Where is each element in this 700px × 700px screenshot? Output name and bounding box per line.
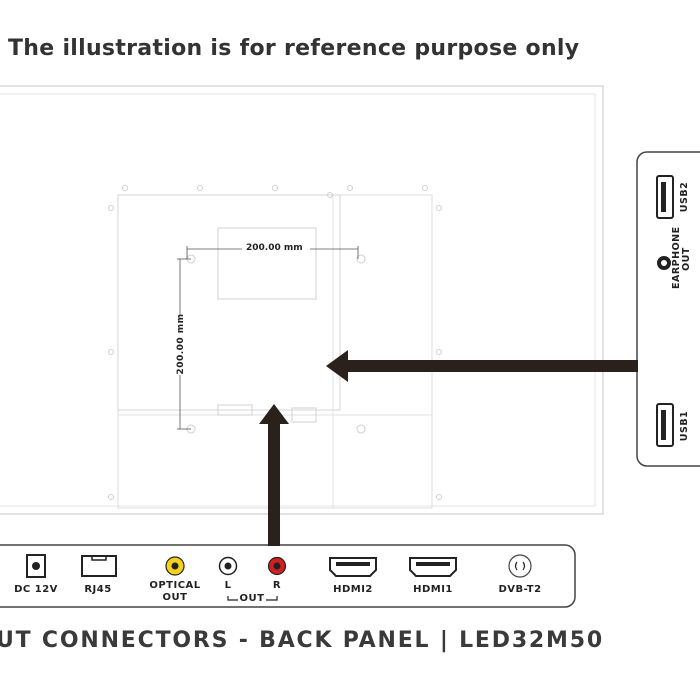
dvb-port: [508, 554, 532, 578]
dc-label: DC 12V: [14, 584, 58, 595]
rj45-label: RJ45: [84, 584, 112, 595]
hdmi2-label: HDMI2: [333, 584, 373, 595]
vertical-dimension-label: 200.00 mm: [176, 313, 186, 375]
reference-note: The illustration is for reference purpos…: [8, 36, 580, 61]
mainboard-outline: [117, 194, 341, 411]
optical-label-line2: OUT: [162, 592, 188, 603]
vesa-hole-tr: [356, 254, 366, 264]
hdmi1-label: HDMI1: [413, 584, 453, 595]
tv-outer-frame: [0, 85, 604, 515]
label-area: [217, 227, 317, 300]
arrow-up-shaft: [268, 424, 280, 546]
page-title: UT CONNECTORS - BACK PANEL | LED32M50: [0, 628, 604, 653]
audio-left-label: L: [224, 580, 232, 591]
hdmi2-port: [329, 557, 377, 577]
usb2-label: USB2: [679, 181, 690, 213]
usb1-label: USB1: [679, 410, 690, 442]
side-connector-panel: [636, 151, 700, 467]
hdmi1-port: [409, 557, 457, 577]
audio-out-label: OUT: [238, 593, 266, 604]
arrow-left-shaft: [348, 360, 638, 372]
tv-inner-frame: [0, 93, 596, 507]
optical-label-line1: OPTICAL: [149, 580, 201, 591]
rj45-port: [81, 555, 117, 577]
arrow-up-head: [259, 404, 289, 424]
arrow-left-head: [326, 350, 348, 382]
horizontal-dimension-label: 200.00 mm: [246, 243, 303, 253]
vesa-hole-br: [356, 424, 366, 434]
dvb-label: DVB-T2: [498, 584, 542, 595]
audio-right-label: R: [272, 580, 282, 591]
earphone-label: EARPHONE OUT: [671, 226, 692, 289]
